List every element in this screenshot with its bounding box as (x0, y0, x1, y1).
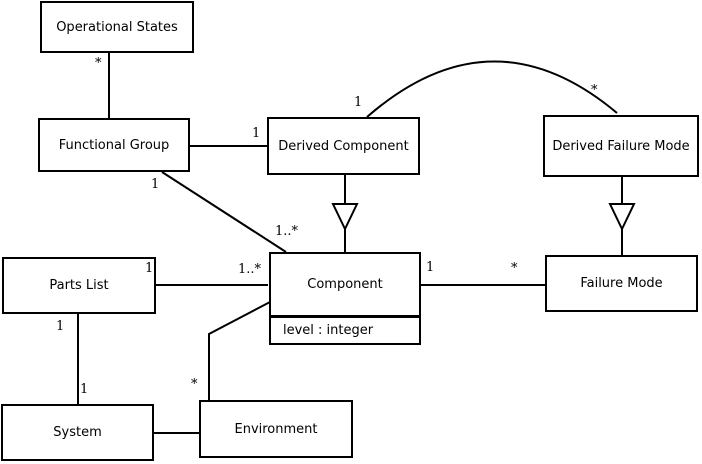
generalization-triangle-failure-mode (608, 203, 636, 232)
edge-environment-component (208, 301, 271, 400)
mult-environment-source: * (191, 377, 198, 392)
class-derived-failure-mode[interactable]: Derived Failure Mode (543, 115, 699, 177)
mult-functional-group-target: 1..* (275, 224, 299, 239)
class-name-component: Component (307, 277, 383, 292)
attribute-level: level : integer (283, 323, 374, 338)
class-name-compartment: Component (271, 254, 419, 318)
class-name-derived-component: Derived Component (278, 138, 409, 154)
class-operational-states[interactable]: Operational States (40, 1, 194, 53)
class-parts-list[interactable]: Parts List (2, 257, 156, 314)
generalization-triangle-component (331, 203, 359, 232)
class-component[interactable]: Component level : integer (269, 252, 421, 345)
class-failure-mode[interactable]: Failure Mode (545, 255, 698, 312)
class-environment[interactable]: Environment (199, 400, 353, 458)
mult-derived-component-assoc: 1 (252, 126, 261, 141)
edge-derived-component-derived-failure-mode (366, 60, 618, 118)
class-name-operational-states: Operational States (56, 19, 178, 35)
mult-parts-list-system-target: 1 (80, 382, 89, 397)
class-name-derived-failure-mode: Derived Failure Mode (552, 138, 690, 154)
mult-failure-mode-target: * (511, 261, 518, 276)
mult-curve-source: 1 (354, 95, 363, 110)
class-name-environment: Environment (234, 421, 318, 437)
class-derived-component[interactable]: Derived Component (267, 117, 420, 175)
mult-operational-states: * (95, 56, 102, 71)
mult-component-source: 1 (426, 260, 435, 275)
mult-parts-list-system-source: 1 (56, 319, 65, 334)
class-name-system: System (53, 425, 102, 440)
class-system[interactable]: System (1, 404, 154, 461)
mult-parts-list-source: 1 (145, 261, 154, 276)
class-attribute-compartment: level : integer (271, 318, 419, 343)
mult-parts-list-target: 1..* (238, 262, 262, 277)
class-name-parts-list: Parts List (49, 278, 109, 293)
class-name-functional-group: Functional Group (58, 137, 170, 153)
mult-curve-target: * (591, 83, 598, 98)
class-name-failure-mode: Failure Mode (580, 276, 663, 291)
class-functional-group[interactable]: Functional Group (38, 118, 190, 172)
mult-functional-group-source: 1 (151, 177, 160, 192)
edge-functional-group-component (161, 171, 287, 253)
